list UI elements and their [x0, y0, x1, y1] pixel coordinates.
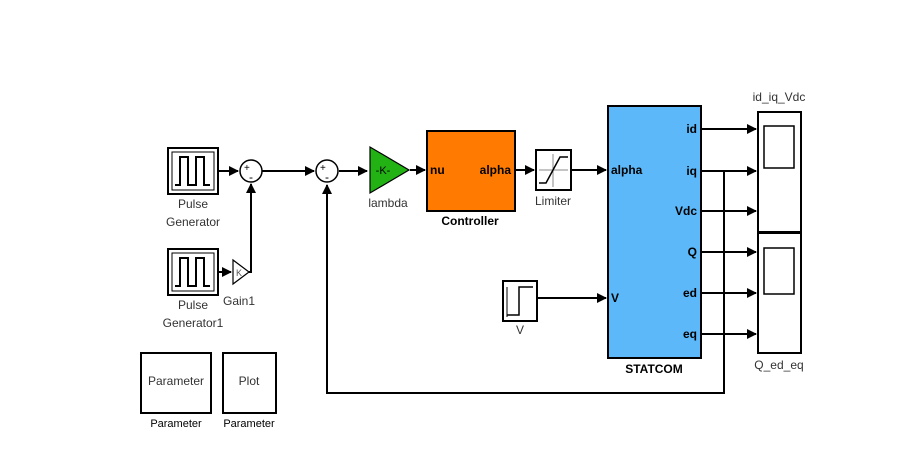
statcom-in-port-alpha: alpha — [611, 163, 643, 177]
scope-bottom-label: Q_ed_eq — [754, 358, 803, 372]
limiter-block[interactable]: Limiter — [535, 149, 572, 208]
scope-screen-icon — [763, 247, 795, 295]
statcom-in-port-v: V — [611, 291, 619, 305]
plot-block[interactable]: Plot Parameter — [222, 352, 277, 430]
statcom-out-port-ed: ed — [683, 286, 697, 300]
controller-port-alpha: alpha — [480, 163, 512, 177]
gain1-block[interactable]: K Gain1 — [223, 258, 255, 308]
parameter-block[interactable]: Parameter Parameter — [140, 352, 212, 430]
step-icon — [507, 286, 533, 316]
sum1-sign-minus: - — [249, 170, 253, 184]
sum1-block[interactable]: + - — [239, 159, 263, 184]
scope-top-label: id_iq_Vdc — [753, 90, 806, 104]
plot-block-caption: Parameter — [223, 418, 275, 430]
parameter-block-text: Parameter — [148, 374, 204, 388]
statcom-block[interactable]: alpha V id iq Vdc Q ed eq STATCOM — [607, 105, 702, 376]
sum2-sign-minus: - — [325, 170, 329, 184]
pulse-generator-block[interactable]: Pulse Generator — [166, 147, 220, 229]
controller-port-nu: nu — [430, 163, 445, 177]
parameter-block-caption: Parameter — [150, 418, 202, 430]
sum2-sign-plus: + — [320, 163, 326, 174]
lambda-glyph: -K- — [376, 165, 391, 177]
sum2-block[interactable]: + - — [315, 159, 339, 184]
statcom-out-port-iq: iq — [686, 164, 697, 178]
pulse-wave-icon — [175, 156, 210, 186]
statcom-out-port-vdc: Vdc — [675, 204, 697, 218]
step-v-label: V — [516, 323, 524, 337]
scope-screen-icon — [763, 125, 795, 169]
pulse-wave-icon — [175, 257, 210, 287]
step-v-block[interactable]: V — [502, 280, 538, 337]
controller-label: Controller — [441, 214, 499, 228]
pulse-generator1-label-2: Generator1 — [163, 316, 224, 330]
gain1-label: Gain1 — [223, 294, 255, 308]
statcom-label: STATCOM — [625, 362, 683, 376]
pulse-generator-label-1: Pulse — [178, 197, 208, 211]
limiter-label: Limiter — [535, 194, 571, 208]
statcom-out-port-id: id — [686, 122, 697, 136]
saturation-curve-icon — [539, 156, 568, 184]
lambda-gain-block[interactable]: -K- lambda — [368, 145, 411, 210]
scope-id-iq-vdc-block[interactable]: id_iq_Vdc — [753, 90, 806, 233]
plot-block-text: Plot — [239, 374, 260, 388]
controller-block[interactable]: nu alpha Controller — [426, 130, 516, 228]
pulse-generator1-label-1: Pulse — [178, 298, 208, 312]
gain1-glyph: K — [236, 268, 242, 278]
signal-wires — [219, 124, 757, 394]
pulse-generator1-block[interactable]: Pulse Generator1 — [163, 248, 224, 330]
statcom-out-port-eq: eq — [683, 327, 697, 341]
sum1-sign-plus: + — [244, 163, 250, 174]
wire-gain1-to-sum1 — [246, 183, 256, 273]
statcom-out-port-q: Q — [688, 245, 697, 259]
wire-iq-feedback — [322, 171, 725, 394]
pulse-generator-label-2: Generator — [166, 215, 220, 229]
scope-q-ed-eq-block[interactable]: Q_ed_eq — [754, 232, 804, 372]
lambda-label: lambda — [368, 196, 408, 210]
